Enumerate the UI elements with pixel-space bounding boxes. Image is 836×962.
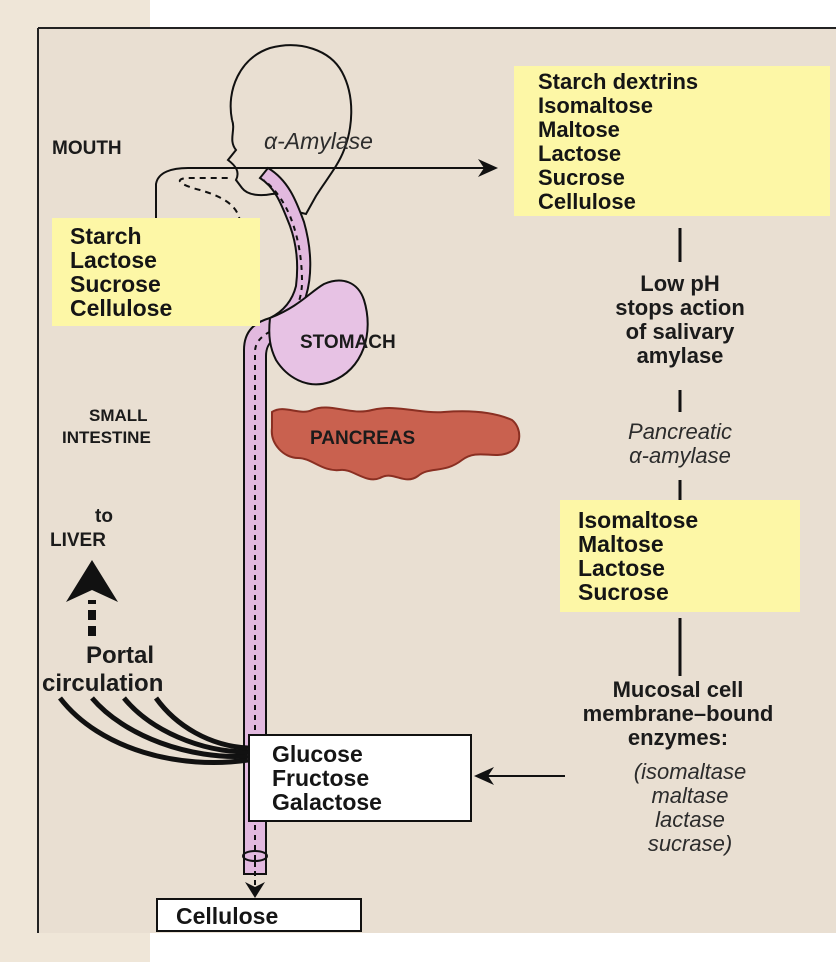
to-label: to (95, 506, 113, 528)
pancreatic-line: α-amylase (560, 444, 800, 468)
mouth-product-item: Starch dextrins (538, 70, 830, 94)
low-ph-line: of salivary (560, 320, 800, 344)
ingested-item: Starch (70, 224, 260, 248)
absorbed-box: Glucose Fructose Galactose (248, 734, 472, 822)
intestine-product-item: Maltose (578, 532, 800, 556)
mouth-label: MOUTH (52, 138, 122, 160)
ingested-box: Starch Lactose Sucrose Cellulose (52, 218, 260, 326)
absorbed-item: Glucose (272, 742, 470, 766)
alpha-amylase-label: α-Amylase (264, 128, 373, 155)
absorbed-item: Galactose (272, 790, 470, 814)
mouth-product-item: Isomaltose (538, 94, 830, 118)
ingested-item: Lactose (70, 248, 260, 272)
absorbed-item: Fructose (272, 766, 470, 790)
mucosal-line: membrane–bound (528, 702, 828, 726)
liver-label: LIVER (50, 530, 106, 552)
enzyme-line: lactase (570, 808, 810, 832)
ingested-item: Sucrose (70, 272, 260, 296)
circulation-label: circulation (42, 670, 163, 698)
portal-label: Portal (86, 642, 154, 670)
mouth-product-item: Cellulose (538, 190, 830, 214)
intestine-product-item: Lactose (578, 556, 800, 580)
mouth-product-item: Sucrose (538, 166, 830, 190)
excreted-box: Cellulose (156, 898, 362, 932)
pancreatic-amylase-note: Pancreatic α-amylase (560, 420, 800, 468)
stomach-label: STOMACH (300, 332, 396, 354)
enzyme-line: (isomaltase (570, 760, 810, 784)
excreted-item: Cellulose (176, 904, 360, 928)
small-intestine-label-2: INTESTINE (62, 428, 151, 448)
intestine-product-item: Isomaltose (578, 508, 800, 532)
small-intestine-label-1: SMALL (89, 406, 148, 426)
mouth-product-item: Lactose (538, 142, 830, 166)
pancreatic-line: Pancreatic (560, 420, 800, 444)
enzyme-list-note: (isomaltase maltase lactase sucrase) (570, 760, 810, 856)
mucosal-enzymes-note: Mucosal cell membrane–bound enzymes: (528, 678, 828, 750)
ingested-item: Cellulose (70, 296, 260, 320)
mouth-products-box: Starch dextrins Isomaltose Maltose Lacto… (514, 66, 830, 216)
low-ph-line: amylase (560, 344, 800, 368)
intestine-product-item: Sucrose (578, 580, 800, 604)
low-ph-note: Low pH stops action of salivary amylase (560, 272, 800, 368)
low-ph-line: Low pH (560, 272, 800, 296)
enzyme-line: sucrase) (570, 832, 810, 856)
intestine-products-box: Isomaltose Maltose Lactose Sucrose (560, 500, 800, 612)
mouth-product-item: Maltose (538, 118, 830, 142)
enzyme-line: maltase (570, 784, 810, 808)
mucosal-line: enzymes: (528, 726, 828, 750)
mucosal-line: Mucosal cell (528, 678, 828, 702)
low-ph-line: stops action (560, 296, 800, 320)
pancreas-label: PANCREAS (310, 428, 415, 450)
